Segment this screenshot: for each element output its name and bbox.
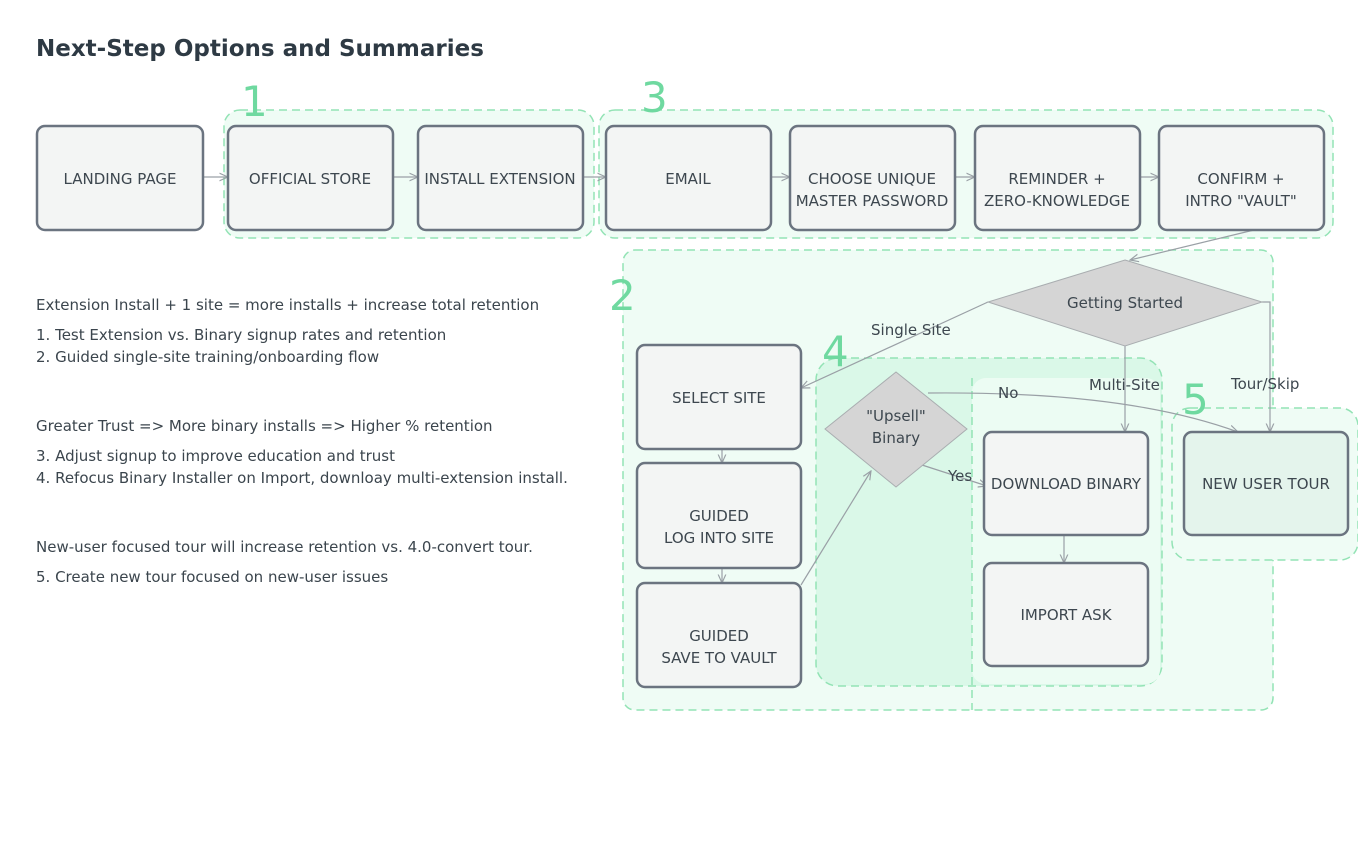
install-extension-label: INSTALL EXTENSION <box>424 170 575 188</box>
import-ask-label: IMPORT ASK <box>1020 606 1112 624</box>
single-site-label: Single Site <box>871 321 951 339</box>
upsell-label-1: "Upsell" <box>866 407 926 425</box>
group-number-2: 2 <box>609 271 636 320</box>
group-number-5: 5 <box>1182 375 1209 424</box>
upsell-label-2: Binary <box>872 429 920 447</box>
new-user-tour-label: NEW USER TOUR <box>1202 475 1330 493</box>
email-label: EMAIL <box>665 170 711 188</box>
yes-label: Yes <box>947 467 972 485</box>
reminder-label-2: ZERO-KNOWLEDGE <box>984 192 1130 210</box>
note-2-heading: Greater Trust => More binary installs =>… <box>36 417 493 435</box>
select-site-node[interactable] <box>635 343 803 451</box>
edge-confirm-getting-started <box>1130 229 1255 260</box>
choose-password-label-1: CHOOSE UNIQUE <box>808 170 936 188</box>
page-title: Next-Step Options and Summaries <box>36 36 484 62</box>
note-block-2: Greater Trust => More binary installs =>… <box>36 415 596 489</box>
edge-upsell-yes <box>921 464 987 486</box>
tour-skip-label: Tour/Skip <box>1230 375 1299 393</box>
note-3-item-1: 5. Create new tour focused on new-user i… <box>36 568 389 586</box>
download-binary-label: DOWNLOAD BINARY <box>991 475 1142 493</box>
note-block-3: New-user focused tour will increase rete… <box>36 536 596 588</box>
note-block-1: Extension Install + 1 site = more instal… <box>36 294 596 368</box>
guided-save-label-2: SAVE TO VAULT <box>661 649 777 667</box>
landing-page-node[interactable] <box>35 124 205 232</box>
download-binary-node[interactable] <box>982 430 1150 537</box>
guided-login-node[interactable] <box>635 461 803 570</box>
note-2-item-2: 4. Refocus Binary Installer on Import, d… <box>36 469 568 487</box>
no-label: No <box>998 384 1018 402</box>
note-2-item-1: 3. Adjust signup to improve education an… <box>36 447 395 465</box>
getting-started-decision[interactable] <box>986 259 1264 347</box>
group-number-3: 3 <box>641 73 668 122</box>
group-number-1: 1 <box>241 77 268 126</box>
group-number-4: 4 <box>822 327 849 376</box>
confirm-node[interactable] <box>1157 124 1326 232</box>
email-node[interactable] <box>604 124 773 232</box>
reminder-label-1: REMINDER + <box>1008 170 1105 188</box>
reminder-node[interactable] <box>973 124 1142 232</box>
multi-site-label: Multi-Site <box>1089 376 1160 394</box>
note-3-heading: New-user focused tour will increase rete… <box>36 538 533 556</box>
guided-save-node[interactable] <box>635 581 803 689</box>
edge-single-site <box>801 301 989 388</box>
confirm-label-1: CONFIRM + <box>1197 170 1284 188</box>
confirm-label-2: INTRO "VAULT" <box>1185 192 1297 210</box>
official-store-label: OFFICIAL STORE <box>249 170 371 188</box>
edge-tour-skip <box>1262 301 1270 432</box>
install-extension-node[interactable] <box>416 124 585 232</box>
edge-upsell-no <box>927 392 1238 432</box>
landing-page-label: LANDING PAGE <box>64 170 177 188</box>
note-1-item-1: 1. Test Extension vs. Binary signup rate… <box>36 326 447 344</box>
upsell-binary-decision[interactable] <box>824 371 968 488</box>
import-ask-node[interactable] <box>982 561 1150 668</box>
guided-login-label-2: LOG INTO SITE <box>664 529 774 547</box>
new-user-tour-node[interactable] <box>1182 430 1350 537</box>
guided-login-label-1: GUIDED <box>689 507 749 525</box>
choose-password-node[interactable] <box>788 124 957 232</box>
group-3-area <box>598 109 1334 239</box>
note-1-heading: Extension Install + 1 site = more instal… <box>36 296 540 314</box>
select-site-label: SELECT SITE <box>672 389 766 407</box>
getting-started-label: Getting Started <box>1067 294 1183 312</box>
edge-save-upsell <box>800 471 871 586</box>
note-1-item-2: 2. Guided single-site training/onboardin… <box>36 348 380 366</box>
official-store-node[interactable] <box>226 124 395 232</box>
choose-password-label-2: MASTER PASSWORD <box>796 192 949 210</box>
guided-save-label-1: GUIDED <box>689 627 749 645</box>
